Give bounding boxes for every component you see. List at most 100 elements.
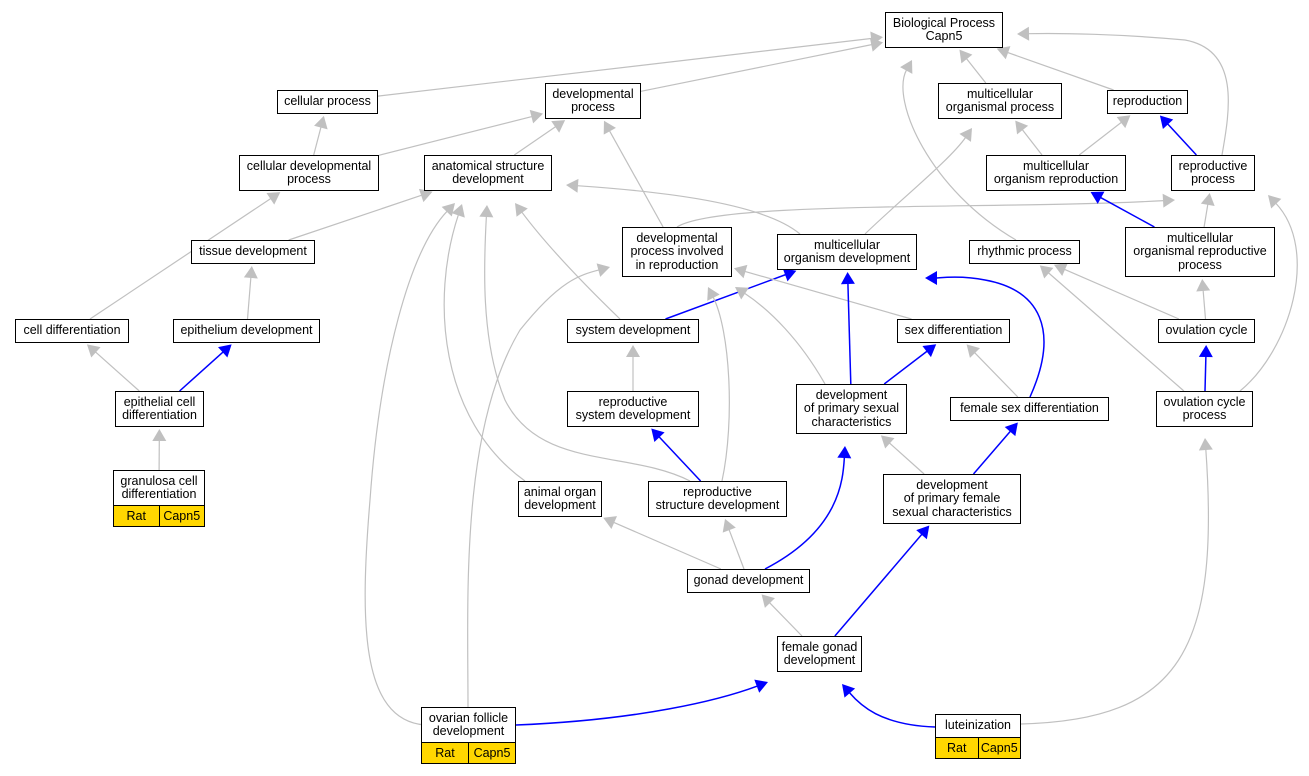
edge-dev-primary-female-sexual-to-dev-primary-sexual (888, 442, 925, 475)
go-term-rhythmic-process[interactable]: rhythmic process (969, 240, 1080, 264)
edge-cellular-developmental-process-to-cellular-process-arrowhead (314, 115, 328, 130)
edge-reproductive-structure-development-to-anatomical-structure-development-arrowhead (479, 205, 494, 218)
edge-dev-primary-sexual-to-sex-differentiation-arrowhead (922, 344, 937, 358)
go-term-sex-differentiation[interactable]: sex differentiation (897, 319, 1010, 343)
edge-gonad-development-to-animal-organ-development-arrowhead (603, 516, 618, 530)
edge-rhythmic-process-to-bp (902, 69, 1017, 241)
annotation-species[interactable]: Rat (947, 741, 967, 755)
edge-dev-primary-sexual-to-dev-process-reproduction-arrowhead (735, 287, 749, 300)
go-term-female-sex-differentiation[interactable]: female sex differentiation (950, 397, 1109, 421)
go-term-epithelial-cell-differentiation[interactable]: epithelial cell differentiation (115, 391, 204, 427)
edge-developmental-process-to-bp-arrowhead (869, 37, 884, 52)
edge-developmental-process-to-bp (640, 43, 873, 92)
go-term-ovulation-cycle[interactable]: ovulation cycle (1158, 319, 1255, 343)
edge-female-sex-differentiation-to-multicellular-organism-development-arrowhead (925, 271, 937, 285)
go-term-multicellular-organismal-reproductive-process[interactable]: multicellular organismal reproductive pr… (1125, 227, 1275, 277)
edge-cell-differentiation-to-cellular-developmental-process (89, 197, 272, 320)
go-term-ovarian-follicle-development[interactable]: ovarian follicle development (421, 707, 516, 743)
go-term-developmental-process[interactable]: developmental process (545, 83, 641, 119)
edge-ovulation-cycle-to-multicellular-organismal-reproductive-process-arrowhead (1196, 278, 1211, 292)
go-term-reproductive-system-development[interactable]: reproductive system development (567, 391, 699, 427)
edge-reproduction-to-bp (1006, 51, 1114, 91)
edge-epithelial-cell-differentiation-to-cell-differentiation (94, 351, 140, 392)
go-term-bp[interactable]: Biological Process Capn5 (885, 12, 1003, 48)
edge-ovulation-cycle-to-rhythmic-process (1063, 268, 1180, 320)
go-term-female-gonad-development[interactable]: female gonad development (777, 636, 862, 672)
go-term-cellular-process[interactable]: cellular process (277, 90, 378, 114)
go-term-anatomical-structure-development[interactable]: anatomical structure development (424, 155, 552, 191)
go-term-dev-process-reproduction[interactable]: developmental process involved in reprod… (622, 227, 732, 277)
go-term-epithelium-development[interactable]: epithelium development (173, 319, 320, 343)
edge-cellular-process-to-bp (377, 37, 873, 97)
annotation-row-ovarian-follicle-development: Rat Capn5 (421, 743, 516, 764)
edge-female-gonad-development-to-dev-primary-female-sexual (834, 533, 923, 637)
annotation-gene[interactable]: Capn5 (468, 743, 515, 763)
edge-epithelium-development-to-tissue-development-arrowhead (243, 265, 258, 279)
edge-reproductive-structure-development-to-dev-process-reproduction-arrowhead (707, 287, 720, 301)
go-term-granulosa-cell-differentiation[interactable]: granulosa cell differentiation (113, 470, 205, 506)
edge-anatomical-structure-development-to-developmental-process-arrowhead (551, 120, 566, 133)
go-term-reproductive-structure-development[interactable]: reproductive structure development (648, 481, 787, 517)
edge-granulosa-cell-differentiation-to-epithelial-cell-differentiation-arrowhead (152, 428, 167, 442)
edge-rhythmic-process-to-bp-arrowhead (900, 60, 913, 74)
go-term-system-development[interactable]: system development (567, 319, 699, 343)
edge-dev-primary-female-sexual-to-dev-primary-sexual-arrowhead (880, 435, 895, 449)
edge-epithelial-cell-differentiation-to-epithelium-development (179, 351, 224, 392)
edge-female-sex-differentiation-to-sex-differentiation (973, 351, 1019, 398)
annotation-gene[interactable]: Capn5 (977, 738, 1021, 758)
edge-dev-process-reproduction-to-developmental-process (608, 130, 664, 228)
edge-ovulation-cycle-process-to-reproductive-process-arrowhead (1268, 195, 1282, 209)
edge-ovarian-follicle-development-to-anatomical-structure-development (364, 210, 448, 726)
annotation-species[interactable]: Rat (126, 509, 146, 523)
go-term-multicellular-organism-development[interactable]: multicellular organism development (777, 234, 917, 270)
edge-tissue-development-to-anatomical-structure-development (288, 194, 423, 241)
edge-reproductive-structure-development-to-dev-process-reproduction (712, 296, 730, 482)
edge-ovulation-cycle-to-multicellular-organismal-reproductive-process (1202, 289, 1207, 320)
edge-ovulation-cycle-process-to-reproductive-process (1239, 202, 1298, 392)
go-term-ovulation-cycle-process[interactable]: ovulation cycle process (1156, 391, 1253, 427)
edge-gonad-development-to-reproductive-structure-development-arrowhead (722, 518, 736, 533)
edge-female-gonad-development-to-gonad-development (768, 601, 803, 637)
go-term-multicellular-organism-reproduction[interactable]: multicellular organism reproduction (986, 155, 1126, 191)
edge-luteinization-to-female-gonad-development (848, 691, 936, 728)
go-term-animal-organ-development[interactable]: animal organ development (518, 481, 602, 517)
edge-ovulation-cycle-process-to-ovulation-cycle (1204, 355, 1207, 392)
edge-dev-process-reproduction-to-developmental-process-arrowhead (603, 120, 616, 135)
go-term-dev-primary-female-sexual[interactable]: development of primary female sexual cha… (883, 474, 1021, 524)
edge-multicellular-organism-development-to-anatomical-structure-development (576, 185, 801, 235)
go-term-cell-differentiation[interactable]: cell differentiation (15, 319, 129, 343)
edge-sex-differentiation-to-dev-process-reproduction-arrowhead (733, 264, 748, 279)
go-term-reproductive-process[interactable]: reproductive process (1171, 155, 1255, 191)
edge-cellular-developmental-process-to-cellular-process (313, 126, 322, 156)
go-term-multicellular-organismal-process[interactable]: multicellular organismal process (938, 83, 1062, 119)
edge-tissue-development-to-anatomical-structure-development-arrowhead (418, 188, 433, 203)
edge-gonad-development-to-dev-primary-sexual-arrowhead (837, 446, 852, 459)
edge-multicellular-organism-reproduction-to-reproduction (1078, 121, 1123, 156)
go-term-dev-primary-sexual[interactable]: development of primary sexual characteri… (796, 384, 907, 434)
annotation-gene[interactable]: Capn5 (158, 506, 205, 526)
go-term-cellular-developmental-process[interactable]: cellular developmental process (239, 155, 379, 191)
edge-luteinization-to-female-gonad-development-arrowhead (842, 684, 856, 698)
go-term-gonad-development[interactable]: gonad development (687, 569, 810, 593)
edge-ovarian-follicle-development-to-female-gonad-development (515, 685, 758, 726)
go-term-luteinization[interactable]: luteinization (935, 714, 1021, 738)
edge-female-gonad-development-to-gonad-development-arrowhead (761, 594, 775, 608)
edge-reproductive-structure-development-to-reproductive-system-development (658, 435, 702, 482)
edge-dev-primary-female-sexual-to-female-sex-differentiation (972, 430, 1012, 475)
edge-animal-organ-development-to-anatomical-structure-development (443, 214, 526, 482)
edge-female-sex-differentiation-to-multicellular-organism-development (935, 276, 1045, 398)
edge-ovarian-follicle-development-to-anatomical-structure-development-arrowhead (441, 203, 455, 217)
annotation-species[interactable]: Rat (435, 746, 455, 760)
edge-multicellular-organismal-reproductive-process-to-multicellular-organism-reproduction-arrowhead (1090, 191, 1105, 204)
go-term-tissue-development[interactable]: tissue development (191, 240, 315, 264)
edge-ovarian-follicle-development-to-female-gonad-development-arrowhead (754, 679, 768, 693)
edge-cell-differentiation-to-cellular-developmental-process-arrowhead (266, 192, 281, 205)
edge-dev-primary-sexual-to-sex-differentiation (883, 350, 928, 385)
edge-female-gonad-development-to-dev-primary-female-sexual-arrowhead (916, 525, 930, 540)
go-term-reproduction[interactable]: reproduction (1107, 90, 1188, 114)
edge-epithelial-cell-differentiation-to-cell-differentiation-arrowhead (86, 344, 101, 358)
annotation-row-granulosa-cell-differentiation: Rat Capn5 (113, 506, 205, 527)
edge-luteinization-to-ovulation-cycle-process (1020, 448, 1210, 725)
edge-ovulation-cycle-process-to-ovulation-cycle-arrowhead (1198, 344, 1213, 358)
